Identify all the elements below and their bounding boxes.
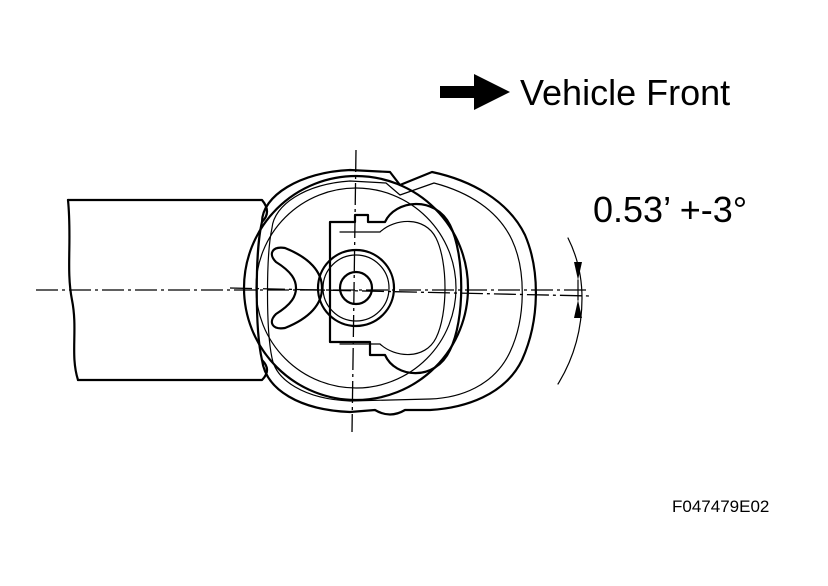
center-lines — [36, 149, 591, 433]
shaft — [66, 198, 269, 382]
figure-id: F047479E02 — [672, 497, 769, 516]
direction-arrow-icon — [440, 74, 510, 110]
yoke-housing — [255, 168, 537, 416]
crescent-slot — [270, 246, 324, 330]
key-lobe — [328, 202, 463, 375]
center-bolt — [316, 248, 396, 328]
angle-dimension — [557, 237, 583, 385]
vehicle-front-label: Vehicle Front — [520, 72, 730, 113]
angle-spec-label: 0.53’ +-3° — [593, 189, 747, 230]
